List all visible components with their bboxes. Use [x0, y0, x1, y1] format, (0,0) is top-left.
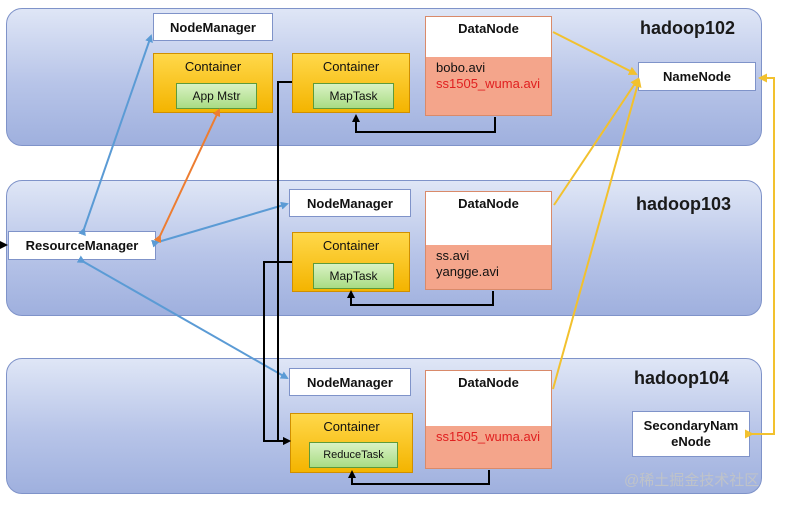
container-title: Container	[322, 238, 380, 253]
container-map-task-hadoop102: Container MapTask	[292, 53, 410, 113]
host-label-hadoop103: hadoop103	[636, 194, 732, 214]
link-rm-nm103	[151, 201, 289, 248]
link-rm-app-master	[153, 108, 221, 244]
host-label-hadoop102: hadoop102	[640, 18, 736, 38]
datanode-hadoop103: DataNode ss.avi yangge.avi	[425, 191, 552, 290]
link-rm-nm102	[78, 34, 153, 236]
datanode-file-list: ss.avi yangge.avi	[426, 245, 551, 289]
datanode-file-list: ss1505_wuma.avi	[426, 426, 551, 468]
link-dn103-namenode	[553, 77, 640, 206]
link-dn104-reducetask	[348, 470, 490, 485]
container-app-master: Container App Mstr	[153, 53, 273, 113]
node-manager-hadoop104: NodeManager	[289, 368, 411, 396]
link-maptask103-reducetask	[263, 261, 292, 445]
map-task-hadoop102: MapTask	[313, 83, 394, 109]
name-node: NameNode	[638, 62, 756, 91]
link-dn103-maptask	[347, 290, 494, 306]
link-dn102-maptask	[352, 114, 496, 133]
datanode-title: DataNode	[458, 21, 519, 36]
datanode-title: DataNode	[458, 196, 519, 211]
container-reduce-task: Container ReduceTask	[290, 413, 413, 473]
watermark: @稀土掘金技术社区	[624, 472, 760, 489]
link-rm-nm104	[76, 255, 289, 379]
container-title: Container	[184, 59, 242, 74]
link-dn104-namenode	[552, 78, 642, 390]
file-item: ss1505_wuma.avi	[436, 76, 541, 91]
node-manager-hadoop102: NodeManager	[153, 13, 273, 41]
file-item: bobo.avi	[436, 60, 486, 75]
node-manager-hadoop103: NodeManager	[289, 189, 411, 217]
container-title: Container	[323, 419, 380, 434]
container-map-task-hadoop103: Container MapTask	[292, 232, 410, 292]
link-namenode-secondary	[745, 73, 775, 439]
datanode-title: DataNode	[458, 375, 519, 390]
datanode-file-list: bobo.avi ss1505_wuma.avi	[426, 57, 551, 115]
reduce-task: ReduceTask	[309, 442, 398, 468]
secondary-name-node: SecondaryNameNode	[632, 411, 750, 457]
host-label-hadoop104: hadoop104	[634, 368, 730, 388]
file-item: yangge.avi	[436, 264, 499, 279]
datanode-hadoop102: DataNode bobo.avi ss1505_wuma.avi	[425, 16, 552, 116]
map-task-hadoop103: MapTask	[313, 263, 394, 289]
app-master-task: App Mstr	[176, 83, 257, 109]
link-dn102-namenode	[552, 31, 638, 75]
container-title: Container	[322, 59, 380, 74]
file-item: ss.avi	[436, 248, 470, 263]
file-item: ss1505_wuma.avi	[436, 429, 541, 444]
datanode-hadoop104: DataNode ss1505_wuma.avi	[425, 370, 552, 469]
